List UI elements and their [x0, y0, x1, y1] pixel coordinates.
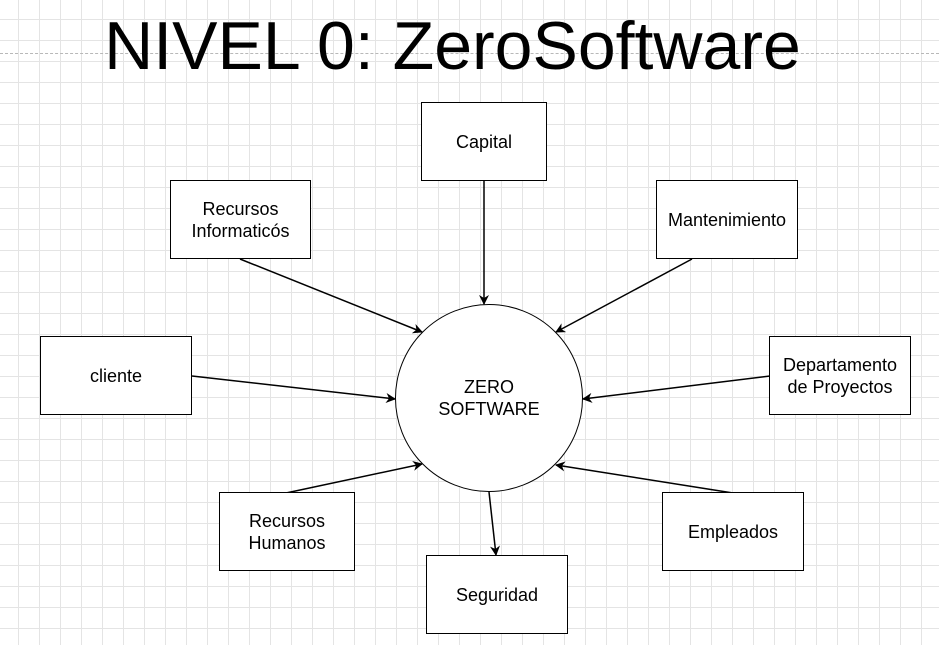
entity-recursos-humanos: Recursos Humanos	[219, 492, 355, 571]
diagram-title: NIVEL 0: ZeroSoftware	[104, 8, 801, 84]
entity-departamento-proyectos: Departamento de Proyectos	[769, 336, 911, 415]
arrow-departamento-to-center	[582, 375, 771, 403]
arrow-recursos-informaticos-to-center	[239, 258, 423, 334]
arrow-cliente-to-center	[191, 375, 396, 403]
entity-cliente: cliente	[40, 336, 192, 415]
entity-seguridad: Seguridad	[426, 555, 568, 634]
entity-capital: Capital	[421, 102, 547, 181]
entity-recursos-informaticos: Recursos Informaticós	[170, 180, 311, 259]
entity-empleados: Empleados	[662, 492, 804, 571]
entity-mantenimiento: Mantenimiento	[656, 180, 798, 259]
arrow-center-to-seguridad	[488, 491, 500, 556]
arrow-empleados-to-center	[555, 461, 734, 494]
page-guide-line	[0, 53, 939, 54]
arrow-mantenimiento-to-center	[555, 258, 693, 333]
arrow-recursos-humanos-to-center	[285, 460, 423, 494]
center-process-node: ZERO SOFTWARE	[395, 304, 583, 492]
